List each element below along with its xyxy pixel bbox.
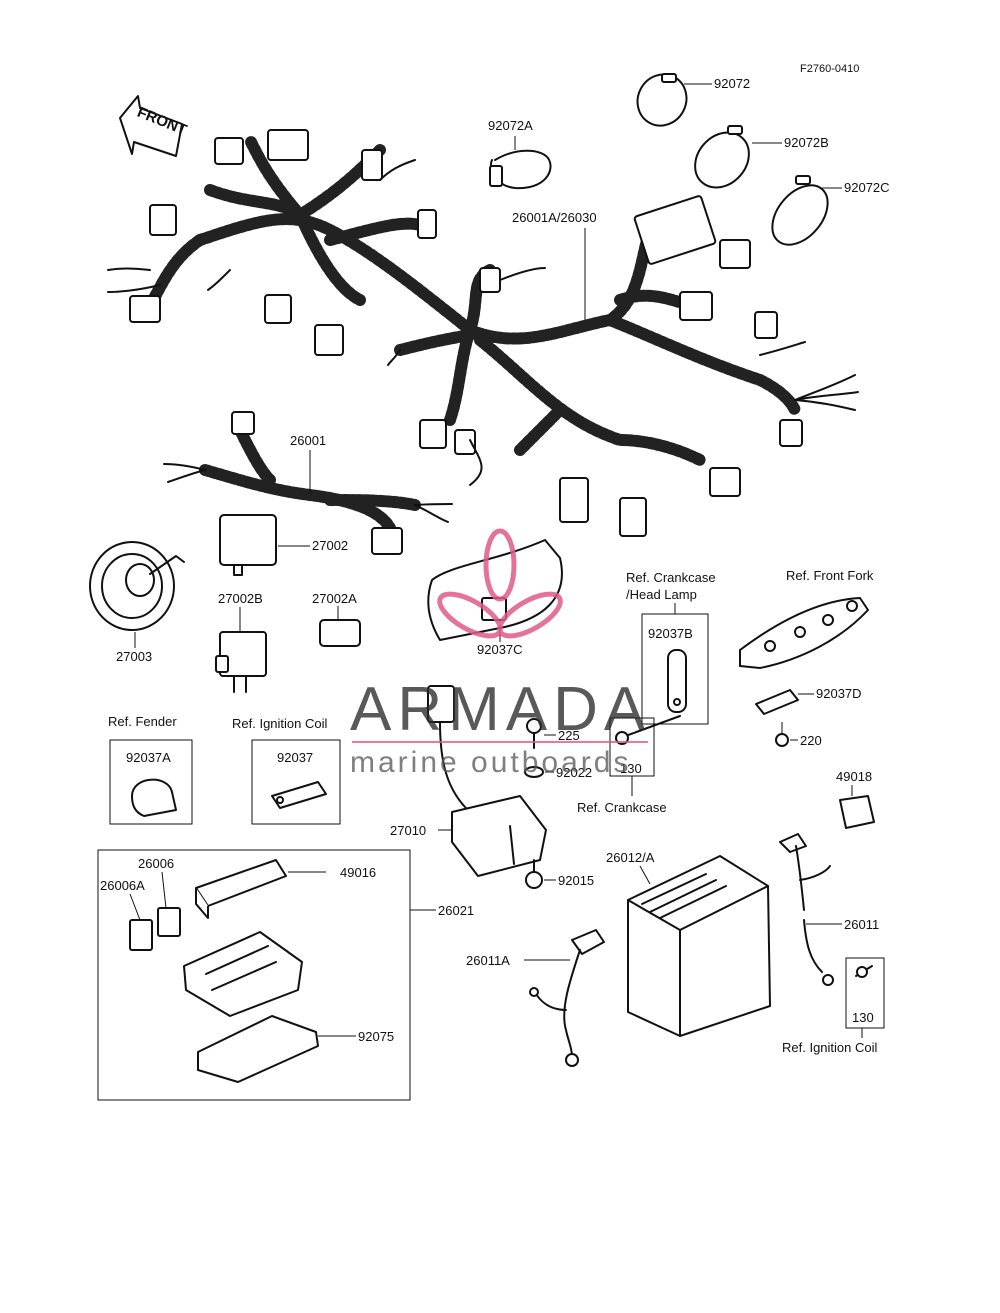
- relay-27002B: 27002B: [215, 591, 267, 693]
- ref-crankcase: Ref. Crankcase: [577, 800, 667, 815]
- band-92072A: 92072A: [488, 118, 552, 190]
- label-27002B: 27002B: [218, 591, 263, 606]
- part-49018: 49018: [836, 769, 875, 829]
- diagram-code: F2760-0410: [800, 63, 859, 75]
- clamp-box-92037A: 92037A: [109, 739, 193, 825]
- label-92075: 92075: [358, 1029, 394, 1044]
- label-92015: 92015: [558, 873, 594, 888]
- label-27002A: 27002A: [312, 591, 357, 606]
- label-92037D: 92037D: [816, 686, 862, 701]
- label-49018: 49018: [836, 769, 872, 784]
- band-92072B: 92072B: [694, 125, 829, 189]
- label-220: 220: [800, 733, 822, 748]
- unit-27010: 27010: [390, 685, 547, 877]
- band-92072: 92072: [636, 73, 750, 127]
- horn-27003: 27003: [89, 541, 185, 664]
- label-26001A-26030: 26001A/26030: [512, 210, 597, 225]
- cable-26011: 26011: [779, 833, 879, 986]
- fork-bracket: [739, 597, 869, 669]
- label-26011A: 26011A: [466, 953, 510, 968]
- label-27010: 27010: [390, 823, 426, 838]
- relay-27002A: 27002A: [312, 591, 361, 647]
- ref-crankcase-head-lamp-2: /Head Lamp: [626, 587, 697, 602]
- bolt-220: 220: [775, 722, 822, 748]
- watermark: ARMADA marine outboards: [350, 528, 651, 779]
- watermark-logo-icon: [437, 528, 563, 639]
- ref-ignition-coil-1: Ref. Ignition Coil: [232, 716, 327, 731]
- cover-92075: 92075: [197, 1015, 394, 1083]
- nut-92015: 92015: [525, 859, 594, 889]
- label-26011: 26011: [844, 917, 879, 932]
- label-92037C: 92037C: [477, 642, 523, 657]
- clamp-92037D: 92037D: [755, 686, 862, 715]
- label-26021: 26021: [438, 903, 474, 918]
- band-92072C: 92072C: [771, 175, 890, 246]
- label-26006A: 26006A: [100, 878, 145, 893]
- label-49016: 49016: [340, 865, 376, 880]
- label-92037B: 92037B: [648, 626, 693, 641]
- label-26012A: 26012/A: [606, 850, 655, 865]
- fuse-26006A: 26006A: [100, 878, 153, 951]
- label-225: 225: [558, 728, 580, 743]
- label-92072B: 92072B: [784, 135, 829, 150]
- main-wiring-harness: [107, 129, 859, 537]
- fuse-26006: 26006: [138, 856, 181, 937]
- sub-wiring-harness-26001: [163, 411, 453, 555]
- cable-26011A: 26011A: [466, 929, 605, 1067]
- label-92037A: 92037A: [126, 750, 171, 765]
- ref-fender: Ref. Fender: [108, 714, 177, 729]
- washer-92022: 92022: [524, 765, 592, 780]
- label-92072A: 92072A: [488, 118, 533, 133]
- bolt-225: 225: [526, 718, 580, 749]
- relay-27002: 27002: [219, 514, 348, 576]
- kit-box-26021: 26021 26006 26006A 49016 92075: [97, 849, 474, 1101]
- ref-front-fork: Ref. Front Fork: [786, 568, 874, 583]
- label-130-ignition: 130: [852, 1010, 874, 1025]
- front-arrow-sign: FRONT: [119, 95, 189, 157]
- cover-49016: 49016: [195, 859, 376, 919]
- watermark-title: ARMADA: [350, 675, 651, 744]
- label-27002: 27002: [312, 538, 348, 553]
- battery-26012A: 26012/A: [606, 850, 771, 1037]
- ref-crankcase-head-lamp-1: Ref. Crankcase: [626, 570, 716, 585]
- label-92022: 92022: [556, 765, 592, 780]
- label-27003: 27003: [116, 649, 152, 664]
- fuse-block: [183, 931, 303, 1017]
- label-92037: 92037: [277, 750, 313, 765]
- label-92072C: 92072C: [844, 180, 890, 195]
- watermark-subtitle: marine outboards: [350, 746, 631, 779]
- cover-92037C: 92037C: [427, 539, 563, 657]
- label-130-crankcase: 130: [620, 761, 642, 776]
- bolt-box-130-ignition: 130: [845, 957, 885, 1038]
- ref-ignition-coil-2: Ref. Ignition Coil: [782, 1040, 877, 1055]
- label-92072: 92072: [714, 76, 750, 91]
- clamp-box-92037B: 92037B: [641, 613, 709, 725]
- label-26006: 26006: [138, 856, 174, 871]
- clamp-box-92037: 92037: [251, 739, 341, 825]
- label-26001: 26001: [290, 433, 326, 448]
